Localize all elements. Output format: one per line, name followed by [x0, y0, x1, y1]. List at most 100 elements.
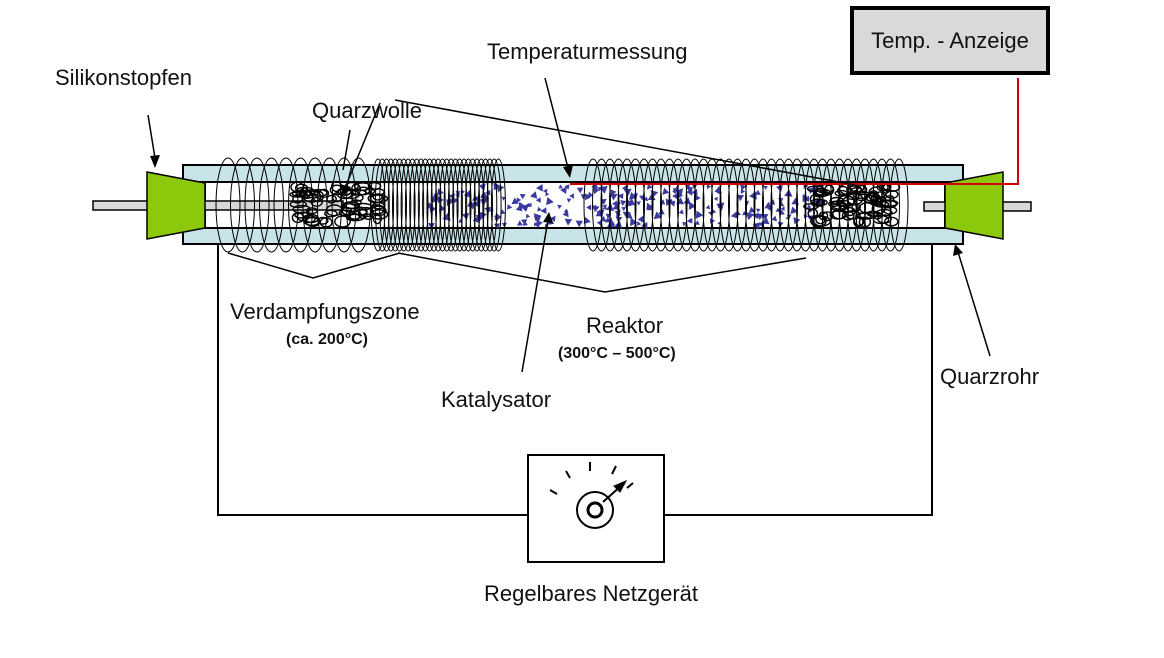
coil-turn: [435, 158, 450, 252]
catalyst-particle: [755, 189, 761, 195]
catalyst-particle: [519, 194, 526, 200]
catalyst-particle: [583, 216, 591, 224]
catalyst-particle: [533, 221, 540, 228]
catalyst-particle: [558, 184, 563, 189]
catalyst-particle: [478, 183, 486, 191]
catalyst-particle: [560, 186, 567, 194]
catalyst-particle: [630, 217, 638, 227]
label-silikonstopfen: Silikonstopfen: [55, 65, 192, 90]
catalyst-particle: [621, 207, 627, 212]
coil-turn: [478, 158, 493, 252]
coil-turn: [387, 158, 403, 252]
callout-lines: [147, 77, 991, 373]
catalyst-particle: [518, 201, 527, 211]
coil-turn: [677, 158, 696, 252]
catalyst-particle: [566, 198, 572, 203]
coil-turn: [430, 158, 446, 252]
catalyst-particle: [669, 200, 676, 207]
catalyst-particle: [695, 210, 704, 219]
catalyst-particle: [591, 204, 597, 211]
catalyst-particle: [533, 215, 542, 223]
coil-turn: [417, 158, 433, 252]
catalyst-particle: [494, 223, 501, 229]
coil-turn: [383, 158, 399, 252]
catalyst-particle: [807, 204, 812, 209]
coil-turn: [259, 157, 284, 253]
catalyst-particle: [694, 220, 700, 225]
coil-turn: [694, 158, 713, 252]
wool-fiber: [318, 188, 330, 199]
right-stopper: [944, 171, 1004, 240]
catalyst-particle: [517, 220, 523, 226]
coil-turn: [413, 158, 429, 252]
catalyst-particle: [522, 220, 528, 226]
wool-fiber: [812, 215, 831, 227]
label-reaktor: Reaktor: [586, 313, 663, 338]
catalyst-particle: [586, 204, 592, 211]
coil-turn: [753, 158, 773, 252]
coil-turn: [711, 158, 730, 252]
wool-fiber: [334, 215, 351, 228]
coil-turn: [392, 158, 407, 252]
catalyst-particle: [564, 184, 570, 190]
silicone-stoppers: [146, 171, 1004, 240]
thermocouple: [570, 78, 1019, 185]
catalyst-particle: [688, 201, 697, 210]
catalyst-particle: [516, 197, 522, 203]
catalyst-particle: [557, 204, 562, 210]
coil-turn: [651, 158, 671, 252]
catalyst-particle: [756, 208, 761, 213]
coil-turn: [626, 158, 645, 252]
coil-turn: [486, 158, 502, 252]
wool-fiber: [874, 191, 886, 203]
wool-fiber: [357, 186, 371, 196]
catalyst-particle: [549, 215, 556, 222]
catalyst-particle: [540, 207, 547, 214]
catalyst-particle: [562, 210, 569, 218]
catalyst-particle: [627, 198, 636, 206]
catalyst-particle: [507, 204, 513, 210]
catalyst-particle: [580, 194, 587, 200]
coil-turn: [288, 157, 313, 253]
catalyst-particle: [575, 220, 584, 228]
wool-fiber: [363, 213, 374, 220]
coil-turn: [443, 158, 459, 252]
label-reaktor-temp: (300°C – 500°C): [558, 345, 676, 362]
label-temperaturmessung: Temperaturmessung: [487, 39, 688, 64]
catalyst-particle: [647, 183, 653, 190]
wool-fiber: [853, 215, 864, 228]
label-verdampfungszone: Verdampfungszone: [230, 299, 420, 324]
catalyst-particle: [569, 193, 574, 199]
catalyst-particle: [545, 191, 550, 197]
catalyst-particle: [493, 182, 501, 191]
catalyst-particle: [593, 187, 600, 195]
coil-turn: [302, 157, 328, 253]
catalyst-particle: [576, 187, 584, 194]
coil-turn: [426, 158, 442, 252]
catalyst-particle: [604, 217, 611, 223]
catalyst-particle: [763, 185, 768, 190]
catalyst-particle: [636, 201, 641, 206]
coil-turn: [668, 158, 688, 252]
wool-fiber: [885, 189, 899, 199]
coil-turn: [452, 158, 468, 252]
catalyst-particle: [749, 191, 757, 200]
temp-display-box: [850, 6, 1050, 75]
catalyst-particle: [596, 220, 602, 226]
catalyst-particle: [730, 211, 738, 219]
wool-fiber: [806, 185, 825, 193]
wool-fiber: [803, 202, 819, 210]
coil-turn: [244, 157, 270, 253]
heating-coils: [215, 157, 909, 253]
wool-fiber: [372, 212, 383, 225]
catalyst-particle: [740, 184, 747, 191]
catalyst-particle: [686, 218, 692, 224]
catalyst-particle: [682, 221, 687, 227]
wool-fiber: [370, 205, 387, 217]
coil-turn: [215, 157, 241, 253]
catalyst-particle: [672, 193, 678, 200]
wool-fiber: [324, 209, 338, 218]
coil-turn: [490, 158, 506, 252]
coil-turn: [847, 158, 866, 252]
